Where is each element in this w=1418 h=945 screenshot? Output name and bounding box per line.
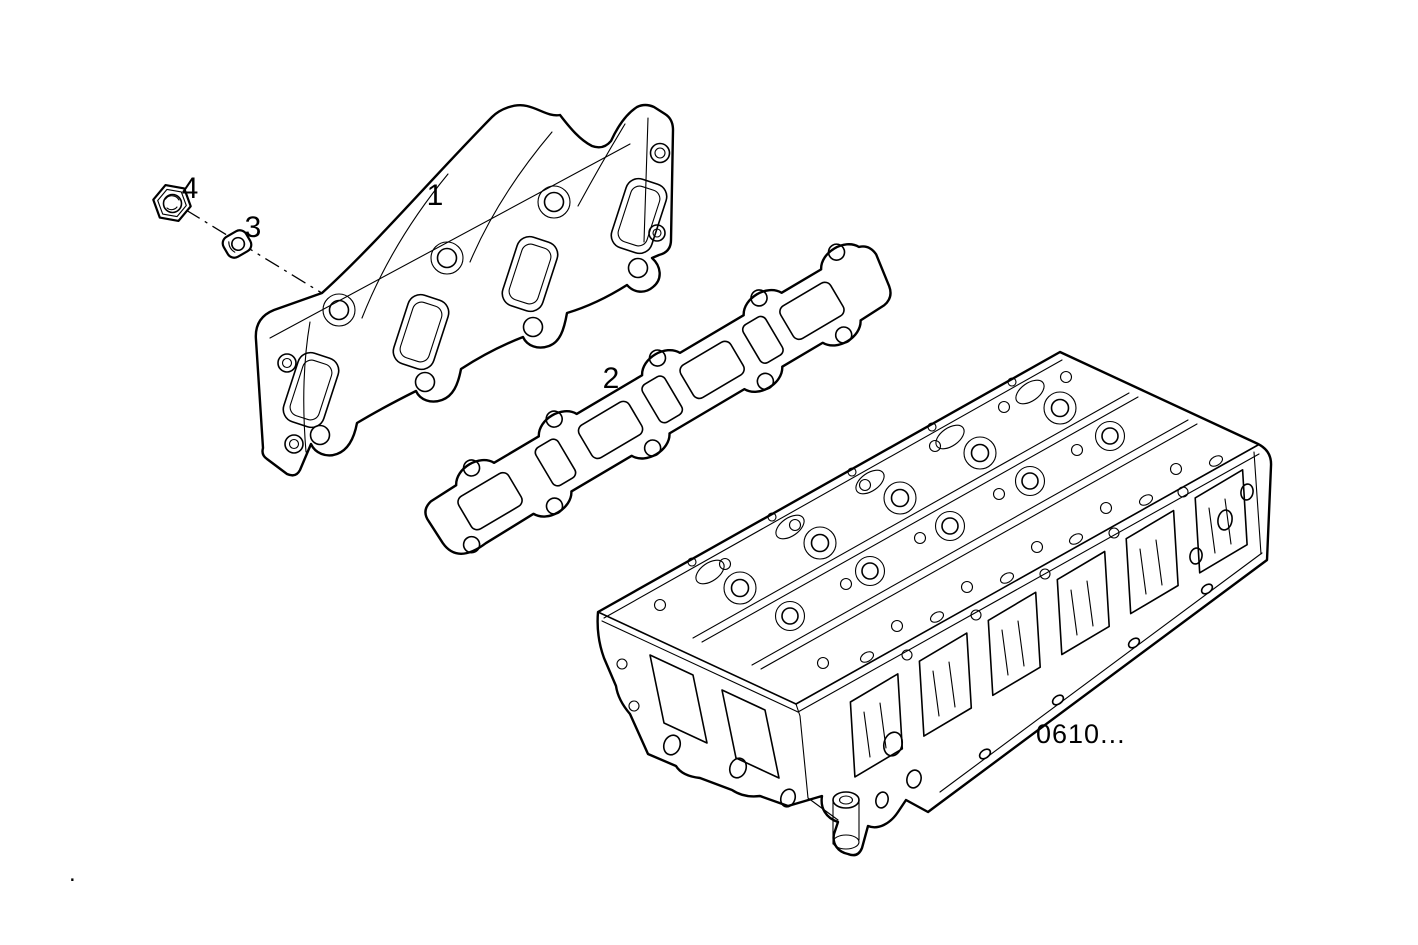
bottom-flange-holes [978,583,1214,760]
cylinder-head-outline [596,350,1273,857]
valve-well [1014,465,1046,497]
rocker-cluster [767,512,837,560]
manifold-port [282,351,340,429]
right-end-holes [1189,483,1254,565]
callout-label-1: 1 [427,179,444,212]
manifold-gasket-part-2 [424,243,892,555]
manifold-runner-line [577,123,626,207]
nut-thread [164,195,180,211]
corner-face-holes [875,731,922,809]
manifold-outline [254,103,675,477]
deck-near-right-edge [795,444,1259,705]
callout-label-2: 2 [603,362,620,395]
left-face-openings [616,654,797,808]
valve-well [1094,420,1126,452]
rocker-cluster [1007,377,1077,425]
deck-near-left-edge-inner [601,620,799,713]
callout-label-4: 4 [182,172,199,205]
right-end-edge [1253,451,1262,555]
valve-well [774,600,806,632]
deck-bolt-holes [653,370,1183,670]
gasket-outline [424,243,892,555]
corner-boss-cylinder [832,791,860,850]
valve-well [854,555,886,587]
rocker-cluster [847,467,917,515]
manifold-runner-line [469,131,553,263]
manifold-port [392,293,450,371]
exhaust-manifold-part-1 [254,103,675,477]
spacer-bore [231,236,246,252]
manifold-port [610,177,668,255]
deck-edge-oval-ports [859,455,1224,663]
spacer-bush-part-3 [221,229,253,259]
gasket-port-openings [457,281,845,531]
assembly-reference-code: 0610... [1036,719,1126,749]
cylinder-head-assembly [596,350,1273,857]
page-corner-mark: . [69,860,76,887]
rocker-shaft-rails [692,392,1198,670]
rocker-cluster [927,422,997,470]
hex-nut-part-4 [152,184,192,222]
intake-port-window [1056,550,1110,656]
deck-top-edge-line [603,359,1063,619]
spacer-edge [228,241,236,253]
intake-port-window [1125,509,1179,615]
gasket-bolt-holes [462,243,853,554]
front-face-bolt-holes [901,486,1189,661]
nut-chamfer [157,188,187,218]
spacer-outline [221,229,253,259]
intake-port-window [987,591,1041,697]
valve-well [934,510,966,542]
deck-near-left-edge [597,611,797,705]
rocker-cluster [687,557,757,605]
manifold-end-line [303,321,311,453]
callout-label-3: 3 [245,211,262,244]
intake-port-window [918,632,973,737]
manifold-port [501,235,559,313]
nut-bore [162,193,183,214]
manifold-bolt-holes [277,142,671,454]
manifold-runner-line [361,173,449,319]
leader-line-nut-to-manifold [185,209,344,307]
